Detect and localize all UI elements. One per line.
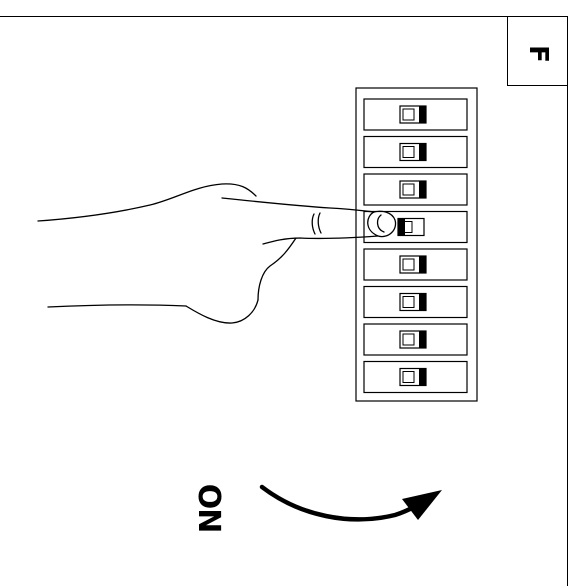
dip-switch-knob [419,256,426,273]
dip-switch-lever-inner [402,146,415,158]
dip-switch-knob [419,143,426,161]
dip-switch-lever-inner [402,371,415,383]
dip-switch-lever-inner [402,258,415,271]
dip-switch-knob [398,218,405,236]
curved-arrow-icon [259,484,421,522]
dip-switch-knob [419,331,426,348]
dip-switch-knob [419,293,426,311]
dip-switch-lever-inner [402,333,415,346]
pointing-hand-icon [37,183,397,324]
diagram-frame [0,16,568,586]
dip-switch-knob [419,368,426,386]
dip-switch-lever-inner [402,296,415,308]
dip-switch-knob [419,181,426,198]
dip-switch-lever-inner [402,108,415,121]
step-label-box [507,16,568,86]
dip-switch-slot[interactable] [363,210,468,244]
dip-switch-lever-inner [402,183,415,196]
switch-group [363,98,468,394]
direction-label: ON [191,483,227,533]
arrow-head-icon [402,490,442,520]
dip-switch-knob [419,106,426,123]
